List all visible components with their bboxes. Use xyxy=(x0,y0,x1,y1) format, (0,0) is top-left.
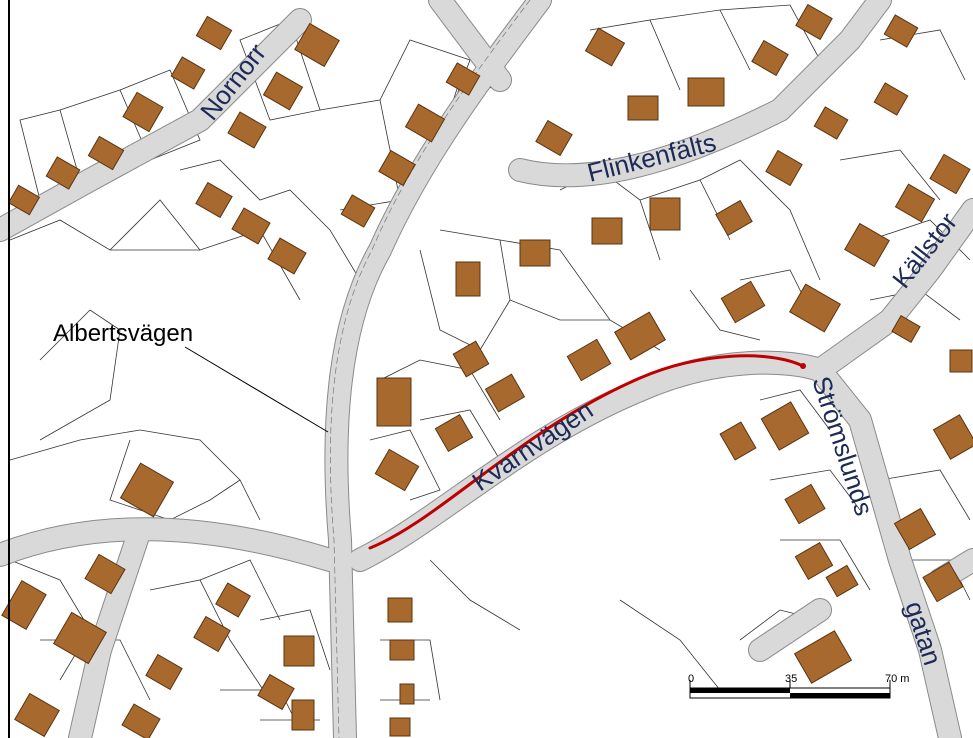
scale-bar: 0 35 70 m xyxy=(688,673,909,699)
buildings xyxy=(1,3,973,738)
scale-tick-end: 70 m xyxy=(885,673,909,685)
scale-tick-0: 0 xyxy=(688,673,694,685)
scale-tick-mid: 35 xyxy=(785,673,797,685)
label-albertsvagen: Albertsvägen xyxy=(53,320,193,347)
highlighted-route[interactable] xyxy=(368,354,805,550)
route-end-point xyxy=(800,363,806,369)
albertsvagen-leader-line xyxy=(184,346,329,433)
